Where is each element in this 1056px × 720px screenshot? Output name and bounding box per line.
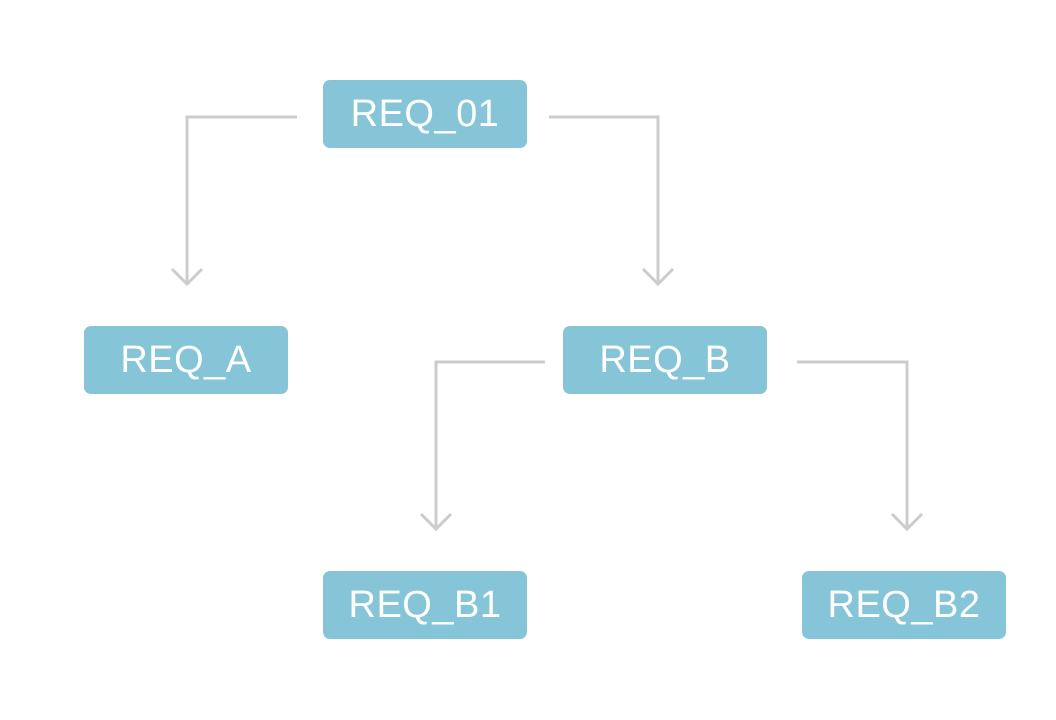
node-label: REQ_01 bbox=[350, 92, 500, 135]
edge-line bbox=[434, 360, 545, 529]
arrowhead-icon bbox=[641, 267, 675, 287]
node-label: REQ_B1 bbox=[348, 583, 502, 626]
node-req-b[interactable]: REQ_B bbox=[563, 326, 767, 394]
arrowhead-icon bbox=[170, 267, 204, 287]
edge-req-b-to-req-b1 bbox=[419, 360, 545, 532]
node-label: REQ_B bbox=[599, 338, 731, 381]
arrowhead-icon bbox=[419, 512, 453, 532]
edge-req-b-to-req-b2 bbox=[797, 360, 924, 532]
edge-req-01-to-req-b bbox=[549, 115, 675, 287]
edge-line bbox=[797, 360, 909, 529]
edge-line bbox=[185, 115, 297, 284]
edge-req-01-to-req-a bbox=[170, 115, 297, 287]
node-req-a[interactable]: REQ_A bbox=[84, 326, 288, 394]
edge-line bbox=[549, 115, 660, 284]
node-req-b1[interactable]: REQ_B1 bbox=[323, 571, 527, 639]
node-req-b2[interactable]: REQ_B2 bbox=[802, 571, 1006, 639]
node-req-01[interactable]: REQ_01 bbox=[323, 80, 527, 148]
node-label: REQ_B2 bbox=[827, 583, 981, 626]
node-label: REQ_A bbox=[120, 338, 252, 381]
arrowhead-icon bbox=[890, 512, 924, 532]
